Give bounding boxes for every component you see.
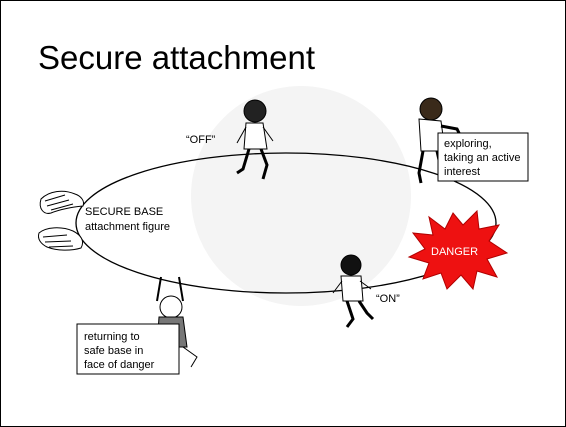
child-running-back-icon (332, 254, 375, 328)
background-watermark (191, 86, 411, 306)
exploring-line2: taking an active (444, 152, 520, 164)
secure-base-label-line2: attachment figure (85, 221, 170, 233)
hands-icon (38, 190, 84, 251)
off-label: “OFF” (186, 134, 216, 146)
exploring-line3: interest (444, 166, 480, 178)
slide-title: Secure attachment (38, 39, 315, 76)
cycle-ellipse (75, 152, 497, 294)
returning-line3: face of danger (84, 359, 155, 371)
returning-line1: returning to (84, 331, 140, 343)
returning-box (76, 323, 180, 375)
danger-label: DANGER (431, 246, 478, 258)
exploring-line1: exploring, (444, 138, 492, 150)
danger-burst-icon (407, 209, 509, 291)
returning-line2: safe base in (84, 345, 143, 357)
secure-base-label-line1: SECURE BASE (85, 206, 163, 218)
child-running-icon (236, 99, 274, 180)
on-label: “ON” (376, 293, 400, 305)
exploring-box (437, 132, 529, 182)
